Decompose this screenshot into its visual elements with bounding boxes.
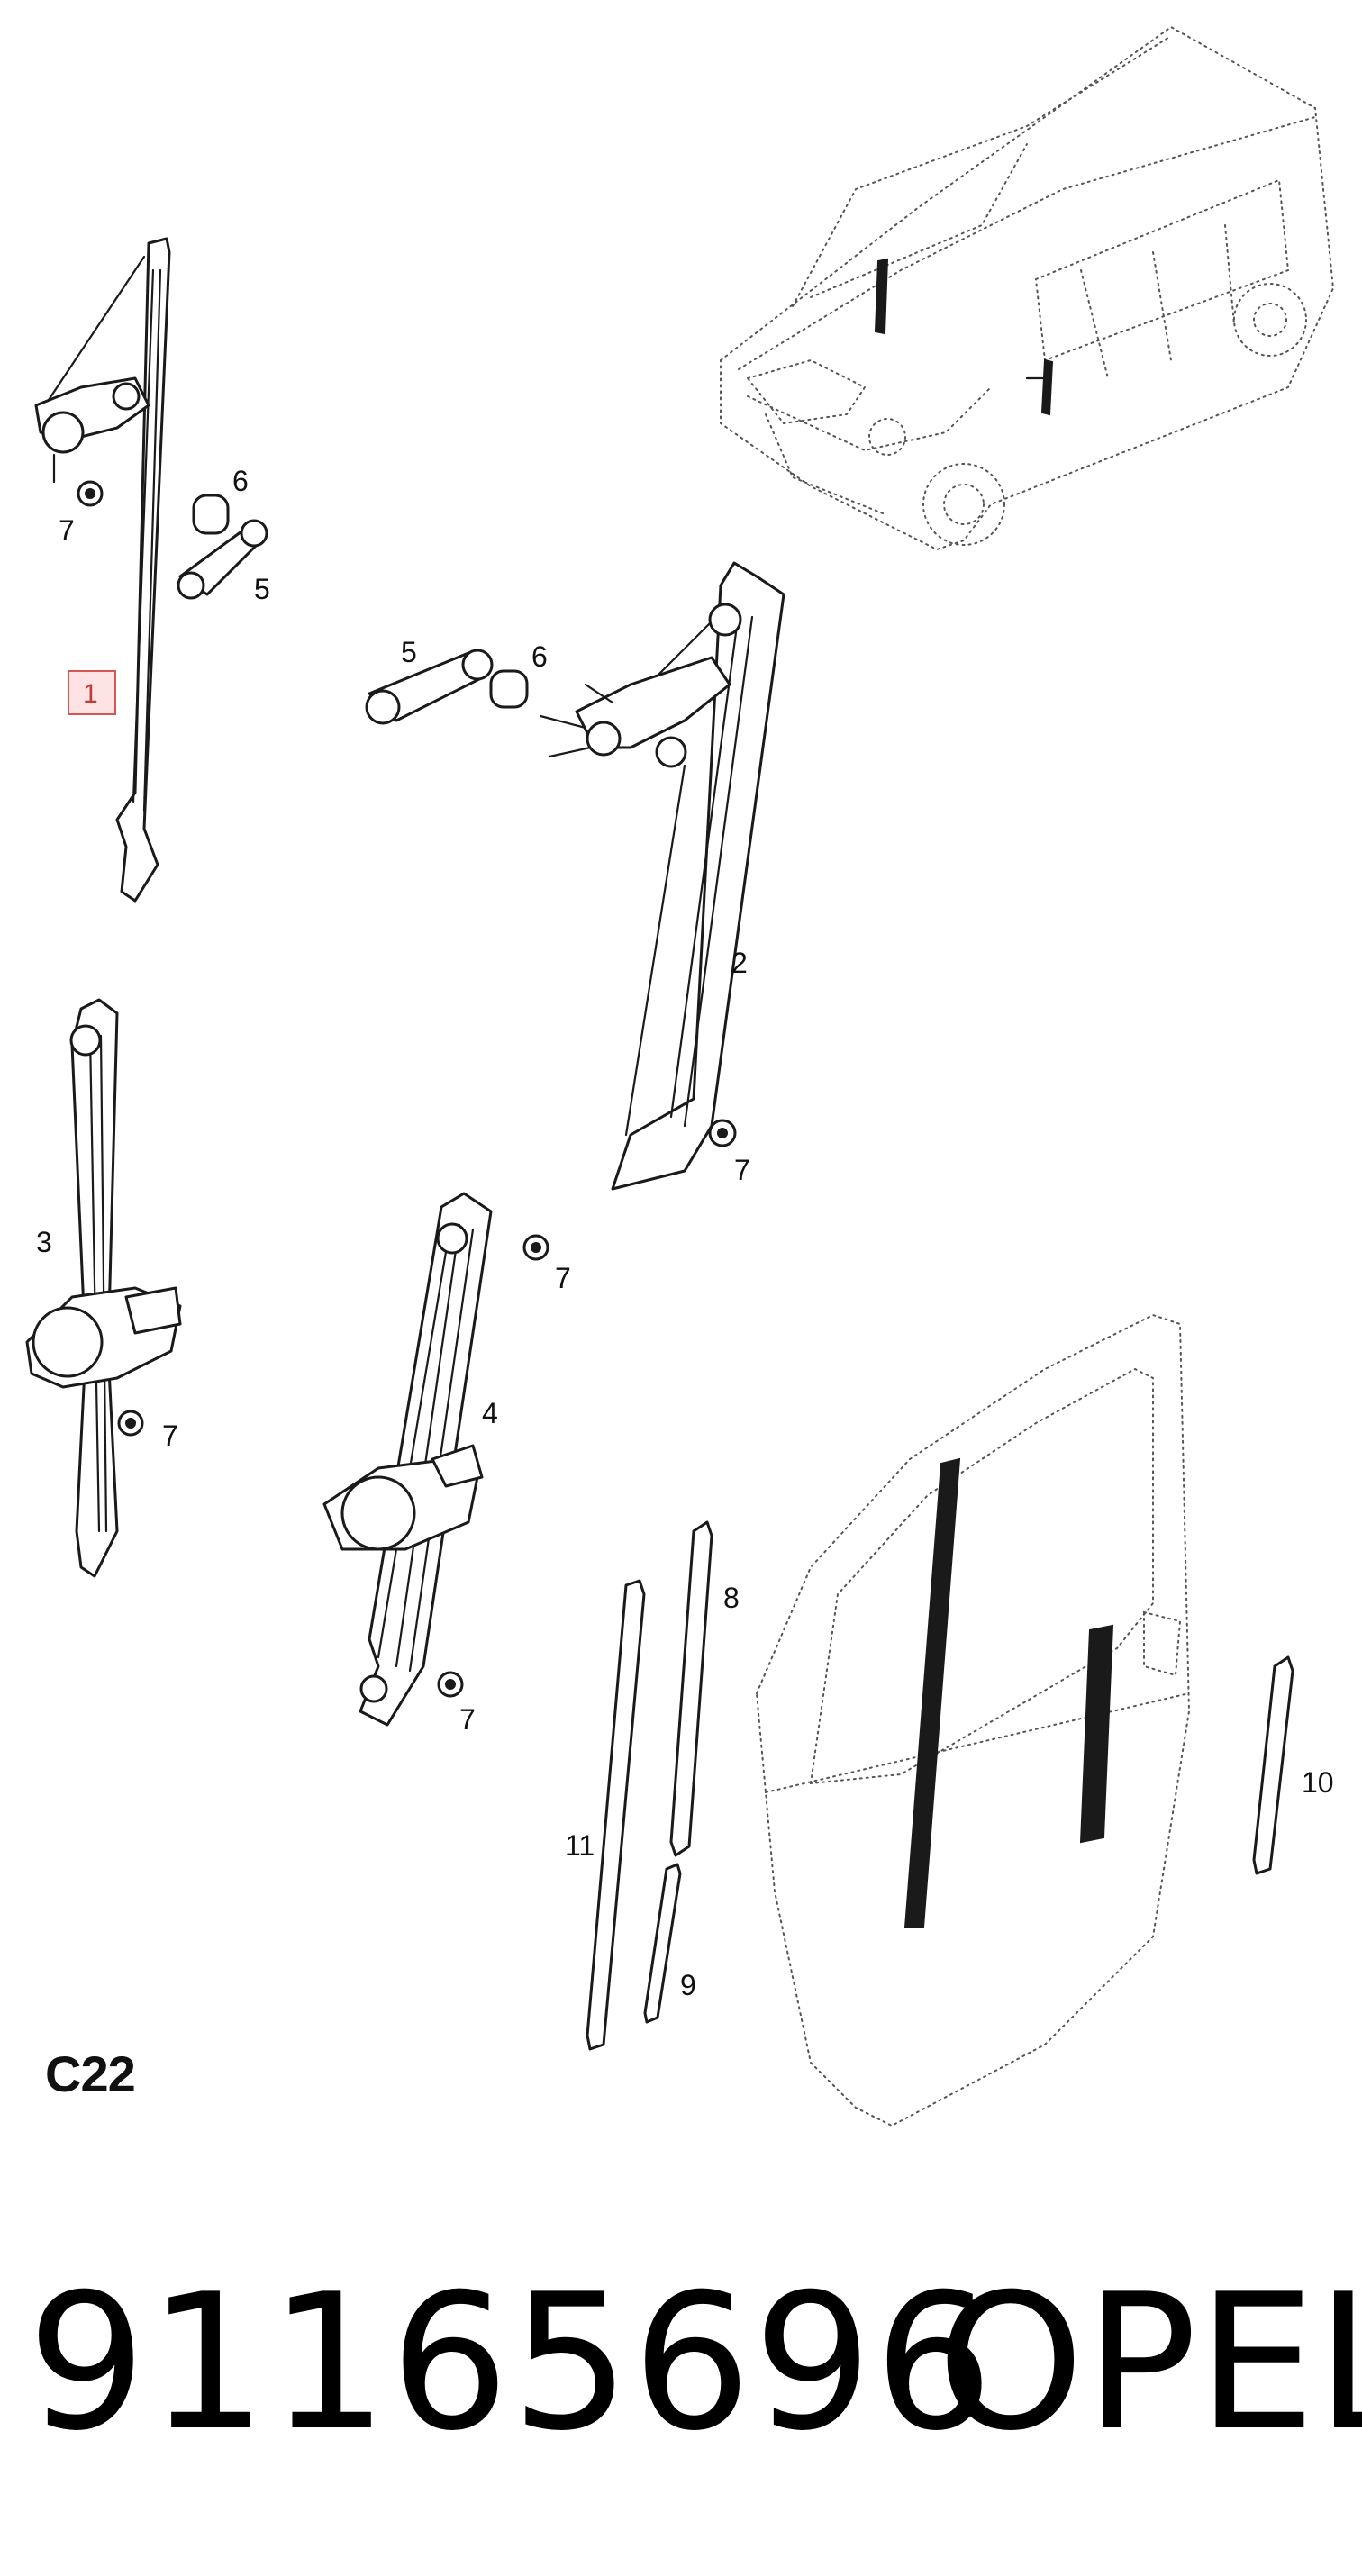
callout-7e: 7 [459, 1703, 476, 1736]
callout-7b: 7 [734, 1154, 750, 1186]
seal-strip-part-10 [1252, 1655, 1294, 1875]
seal-strip-part-9 [643, 1863, 682, 2024]
handle-crank-part-5b [365, 649, 494, 725]
door-outline-illustration [755, 1313, 1191, 2127]
seal-strip-part-11 [586, 1579, 646, 2051]
callout-1-highlight-box [68, 670, 116, 715]
callout-1: 1 [83, 679, 98, 709]
callout-10: 10 [1302, 1766, 1334, 1799]
callout-3: 3 [36, 1226, 52, 1258]
brand-name: OPEL [937, 2254, 1362, 2472]
callout-9: 9 [680, 1969, 696, 2001]
window-regulator-1 [34, 237, 171, 903]
seal-strip-part-8 [669, 1520, 713, 1857]
van-overview-illustration [720, 25, 1335, 551]
callout-6b: 6 [531, 640, 548, 673]
callout-11: 11 [565, 1829, 595, 1862]
callout-8: 8 [723, 1582, 740, 1614]
bushing-part-6b [489, 669, 529, 709]
callout-4: 4 [482, 1397, 498, 1429]
callout-2: 2 [731, 947, 748, 979]
bushing-part-6a [192, 494, 230, 535]
window-regulator-2 [539, 561, 785, 1191]
callout-7c: 7 [555, 1262, 571, 1294]
callout-5b: 5 [401, 636, 417, 668]
diagram-code-label: C22 [45, 2045, 136, 2102]
window-regulator-4 [322, 1192, 549, 1727]
callout-5a: 5 [254, 573, 270, 605]
part-number: 91165696 [27, 2254, 995, 2472]
callout-7a: 7 [59, 514, 75, 547]
window-regulator-3 [25, 998, 182, 1578]
callout-7d: 7 [162, 1420, 178, 1452]
callout-6a: 6 [232, 465, 249, 497]
handle-crank-part-5a [177, 519, 268, 600]
